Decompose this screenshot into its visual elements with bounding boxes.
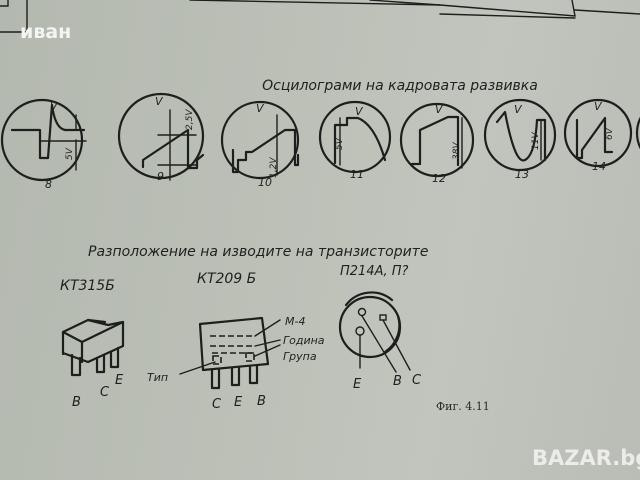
top-diagram-fragment — [0, 0, 640, 33]
axis-label: V — [50, 100, 59, 113]
axis-label: V — [355, 105, 364, 118]
oscillogram-13: V 11V 13 — [483, 98, 557, 181]
oscillogram-number: 13 — [515, 168, 529, 181]
oscillogram-8: V 5V 8 — [0, 98, 87, 191]
oscillogram-12: V 38V 12 — [399, 102, 475, 185]
voltage-label: 11V — [531, 132, 541, 150]
voltage-label: 1,2V — [269, 157, 279, 178]
kt315-label: КТ315Б — [60, 278, 115, 294]
pin-label: E — [353, 377, 362, 392]
transistor-kt209: КТ209 Б М-4 Година Група Тип C E B — [147, 271, 325, 412]
axis-label: V — [256, 102, 265, 115]
marking-label: Година — [283, 334, 325, 347]
transistor-p214: П214А, П? E B C — [338, 264, 422, 392]
pin-label: B — [257, 394, 266, 409]
axis-label: V — [435, 103, 444, 116]
pin-label: C — [212, 397, 222, 412]
oscillogram-14: V 6V 14 — [563, 98, 633, 173]
voltage-label: 6V — [605, 127, 615, 140]
pin-label: B — [72, 395, 81, 410]
axis-label: V — [514, 103, 523, 116]
marking-label: Тип — [147, 371, 168, 384]
oscillogram-number: 9 — [157, 170, 164, 183]
voltage-label: 5V — [335, 137, 345, 150]
transistor-kt315: КТ315Б B C E — [60, 278, 125, 410]
oscillogram-number: 8 — [45, 178, 52, 191]
pin-label: B — [393, 374, 402, 389]
axis-label: V — [594, 100, 603, 113]
oscillogram-number: 14 — [592, 160, 606, 173]
pin-label: E — [234, 395, 243, 410]
marking-label: Група — [283, 350, 317, 363]
oscillogram-9: V 2,5V 9 — [117, 92, 205, 183]
voltage-label: 38V — [452, 142, 462, 160]
axis-label: V — [155, 95, 164, 108]
oscillogram-11: V 5V 11 — [318, 100, 392, 181]
kt209-label: КТ209 Б — [197, 271, 256, 287]
bazar-logo-text: BAZAR.bg — [532, 446, 640, 470]
pinout-title: Разположение на изводите на транзисторит… — [88, 244, 428, 260]
oscillograms-title: Осцилограми на кадровата развивка — [262, 78, 538, 94]
pin-label: C — [100, 385, 110, 400]
voltage-label: 5V — [65, 147, 75, 160]
watermark-username: иван — [20, 21, 71, 43]
oscillogram-partial — [635, 116, 640, 150]
pin-label: C — [412, 373, 422, 388]
marking-label: М-4 — [285, 315, 305, 328]
bazar-logo: BAZAR.bg — [532, 446, 640, 470]
oscillogram-number: 11 — [350, 168, 364, 181]
oscillogram-10: V 1,2V 10 — [220, 100, 300, 189]
pin-label: E — [115, 373, 124, 388]
voltage-label: 2,5V — [185, 109, 195, 130]
oscillogram-number: 12 — [432, 172, 446, 185]
oscillogram-number: 10 — [258, 176, 272, 189]
figure-label: Фиг. 4.11 — [436, 400, 490, 413]
p214-label: П214А, П? — [340, 264, 409, 279]
